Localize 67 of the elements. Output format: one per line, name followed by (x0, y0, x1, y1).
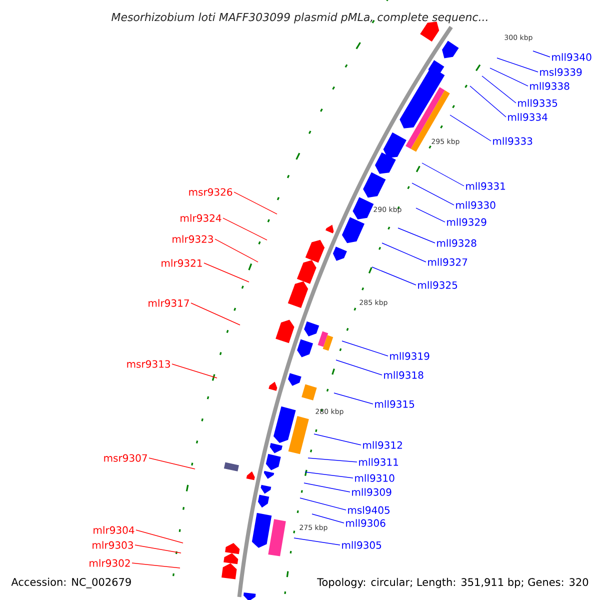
gene-label: mll9309 (352, 488, 392, 496)
leader-line (308, 458, 358, 462)
gene-label: msr9307 (104, 454, 147, 462)
leader-line (470, 86, 506, 118)
leader-line (132, 562, 180, 568)
info-text: Topology: circular; Length: 351,911 bp; Genes: 320 (317, 578, 588, 588)
leader-line (490, 68, 528, 86)
leader-line (342, 340, 388, 356)
gene-label: mll9315 (375, 400, 414, 408)
leader-line (234, 192, 278, 214)
leader-line (398, 228, 436, 244)
leader-line (304, 472, 354, 478)
leader-line (334, 392, 374, 404)
leader-line (482, 76, 516, 104)
gene-label: mll9331 (466, 182, 506, 190)
gene-label: msl9339 (540, 68, 582, 76)
leader-line (336, 360, 382, 376)
gene-label: msr9313 (127, 360, 170, 368)
title: Mesorhizobium loti MAFF303099 plasmid pMLa, complete sequenc... (112, 12, 488, 24)
gene-label: mlr9317 (148, 299, 189, 307)
leader-line (300, 498, 346, 510)
info-text: Accession: NC_002679 (11, 578, 131, 588)
gene-label: mll9340 (552, 53, 592, 61)
leader-line (382, 242, 426, 262)
gene-label: mlr9323 (172, 235, 213, 243)
gene-label: mll9319 (390, 352, 430, 360)
gene-label: mlr9324 (180, 214, 222, 222)
gene-label: mll9335 (518, 99, 558, 107)
gene-label: mll9334 (508, 113, 548, 121)
leader-line (214, 238, 258, 262)
gene-label: msr9326 (189, 188, 232, 196)
leader-line (136, 530, 184, 544)
gene-label: mlr9302 (90, 559, 130, 567)
leader-line (294, 538, 340, 546)
gene-label: mll9328 (437, 239, 476, 247)
gene-label: msl9405 (348, 506, 390, 514)
gene-label: mll9306 (346, 519, 386, 527)
leader-line (312, 514, 344, 524)
leader-line (532, 50, 550, 58)
leader-line (172, 364, 218, 378)
leader-line (190, 302, 240, 326)
leader-line (372, 266, 416, 286)
gene-label: mll9333 (493, 137, 532, 145)
gene-label: mll9305 (342, 541, 382, 549)
leader-line (450, 114, 492, 142)
gene-label: mlr9303 (92, 541, 133, 549)
leader-line (134, 544, 182, 554)
gene-label: mll9330 (456, 201, 496, 209)
leader-line (314, 434, 362, 446)
gene-label: mll9310 (355, 474, 394, 482)
leader-line (412, 182, 454, 206)
leader-line (422, 162, 464, 186)
leader-line (304, 482, 350, 492)
leader-line (148, 458, 196, 470)
leader-line (416, 208, 446, 222)
gene-label: mll9329 (447, 218, 486, 226)
leader-line (496, 58, 538, 72)
gene-label: mll9325 (418, 281, 458, 289)
gene-label: mll9338 (530, 82, 570, 90)
gene-label: mlr9304 (94, 526, 134, 534)
gene-label: mlr9321 (162, 259, 202, 267)
gene-label: mll9311 (359, 458, 398, 466)
leader-line (222, 218, 268, 240)
gene-label: mll9327 (428, 258, 468, 266)
gene-label: mll9312 (363, 441, 402, 449)
leader-line (204, 262, 250, 282)
gene-label: mll9318 (384, 371, 424, 379)
